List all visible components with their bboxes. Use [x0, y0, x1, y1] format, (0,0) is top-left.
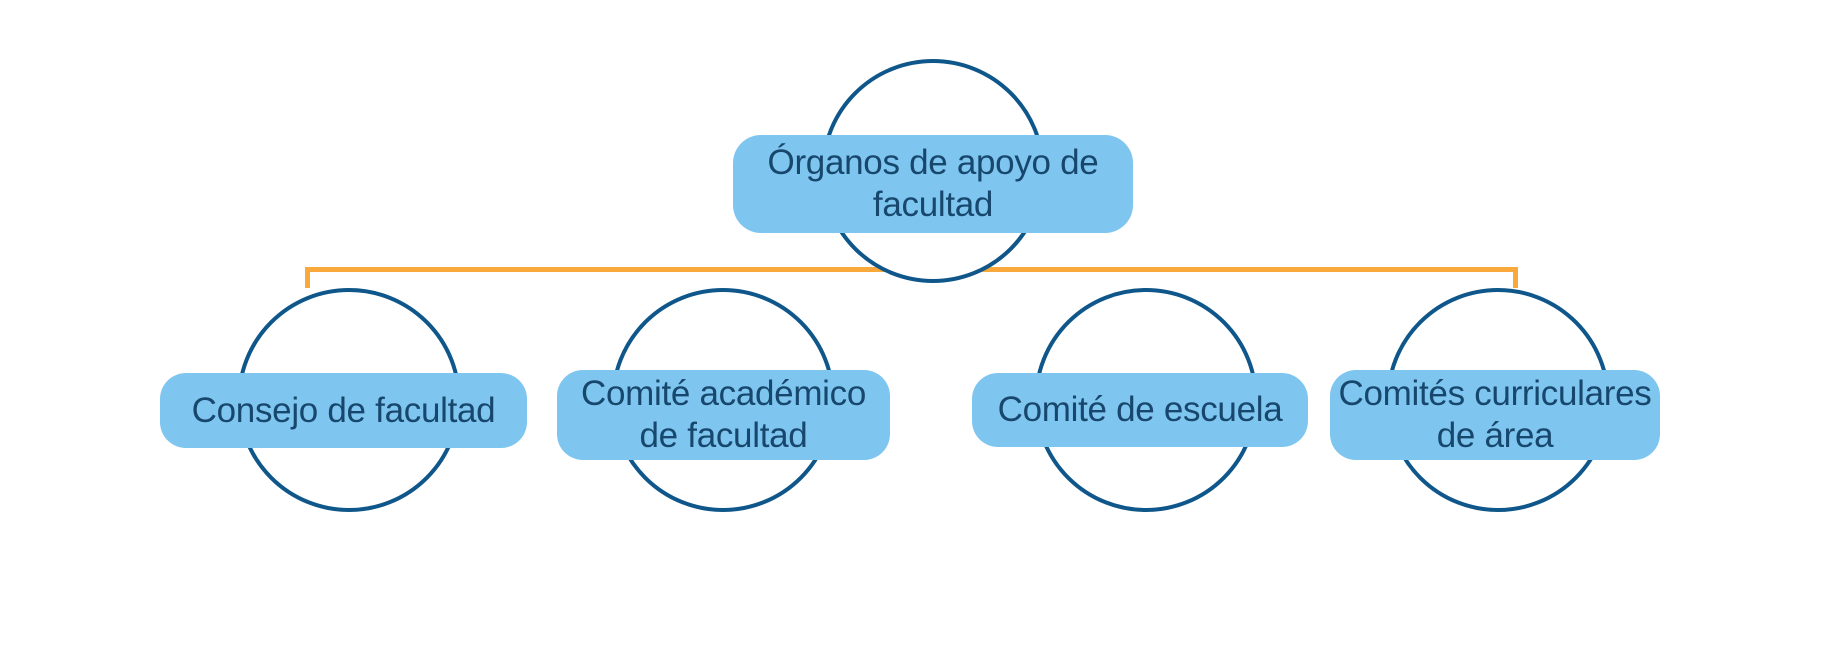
node-comite-academico: Comité académico de facultad: [557, 370, 890, 460]
node-label-line: Comités curriculares: [1338, 374, 1652, 413]
node-comites-curriculares: Comités curriculares de área: [1330, 370, 1660, 460]
node-comite-de-escuela: Comité de escuela: [972, 373, 1308, 447]
node-label-line: de facultad: [639, 416, 808, 455]
node-label-line: Comité de escuela: [997, 390, 1283, 429]
node-label-line: Comité académico: [580, 374, 867, 413]
node-organos-de-apoyo: Órganos de apoyo de facultad: [733, 135, 1133, 233]
node-label-line: Órganos de apoyo de: [767, 143, 1099, 182]
node-label-line: Consejo de facultad: [191, 390, 496, 430]
node-label-line: facultad: [872, 185, 994, 224]
node-label-line: de área: [1436, 416, 1554, 455]
node-consejo-de-facultad: Consejo de facultad: [160, 373, 527, 448]
